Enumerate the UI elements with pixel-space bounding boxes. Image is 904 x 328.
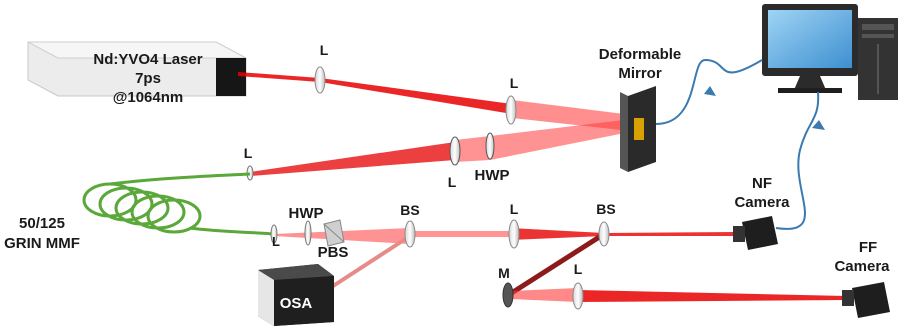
hwp-label-2: HWP	[289, 205, 324, 222]
nf-camera-icon	[733, 216, 778, 250]
fiber-coil-icon	[82, 172, 275, 236]
input-beam	[238, 72, 640, 132]
bs-1	[404, 220, 416, 248]
dm-label-1: Deformable	[599, 46, 682, 63]
lens-5	[270, 224, 278, 244]
lens-label-1: L	[320, 42, 329, 58]
computer-icon	[762, 4, 898, 100]
bs-2	[598, 221, 610, 247]
nf-label-1: NF	[752, 175, 772, 192]
lens-3	[449, 136, 461, 166]
lens-6	[508, 219, 520, 249]
lens-label-7: L	[574, 261, 583, 277]
osa-label: OSA	[280, 295, 313, 312]
laser-label-2: 7ps	[135, 70, 161, 87]
deformable-mirror-icon	[620, 86, 656, 172]
lens-7	[572, 282, 584, 310]
hwp-1	[485, 132, 495, 160]
lens-label-6: L	[510, 201, 519, 217]
hwp-label-1: HWP	[475, 167, 510, 184]
ff-label-1: FF	[859, 239, 877, 256]
hwp-2	[304, 220, 312, 246]
fiber-label-1: 50/125	[19, 215, 65, 232]
mirror-m	[502, 282, 514, 308]
lens-label-4: L	[244, 145, 253, 161]
pbs-cube	[323, 219, 345, 247]
lens-2	[505, 95, 517, 125]
dm-label-2: Mirror	[618, 65, 662, 82]
laser-label-3: @1064nm	[113, 89, 184, 106]
lens-label-3: L	[448, 174, 457, 190]
ff-label-2: Camera	[834, 258, 890, 275]
return-beam	[250, 118, 640, 176]
nf-label-2: Camera	[734, 194, 790, 211]
fiber-label-2: GRIN MMF	[4, 235, 80, 252]
output-beam	[274, 228, 846, 302]
ff-camera-icon	[842, 282, 890, 318]
lens-label-2: L	[510, 75, 519, 91]
osa-icon	[258, 264, 334, 326]
bs-label-1: BS	[400, 202, 419, 218]
lens-1	[314, 66, 326, 94]
bs-label-2: BS	[596, 201, 615, 217]
pbs-label: PBS	[318, 244, 349, 261]
laser-icon	[27, 41, 247, 97]
mirror-label: M	[498, 265, 510, 281]
cables	[655, 58, 825, 230]
lens-label-5: L	[272, 234, 280, 249]
laser-label-1: Nd:YVO4 Laser	[93, 51, 202, 68]
